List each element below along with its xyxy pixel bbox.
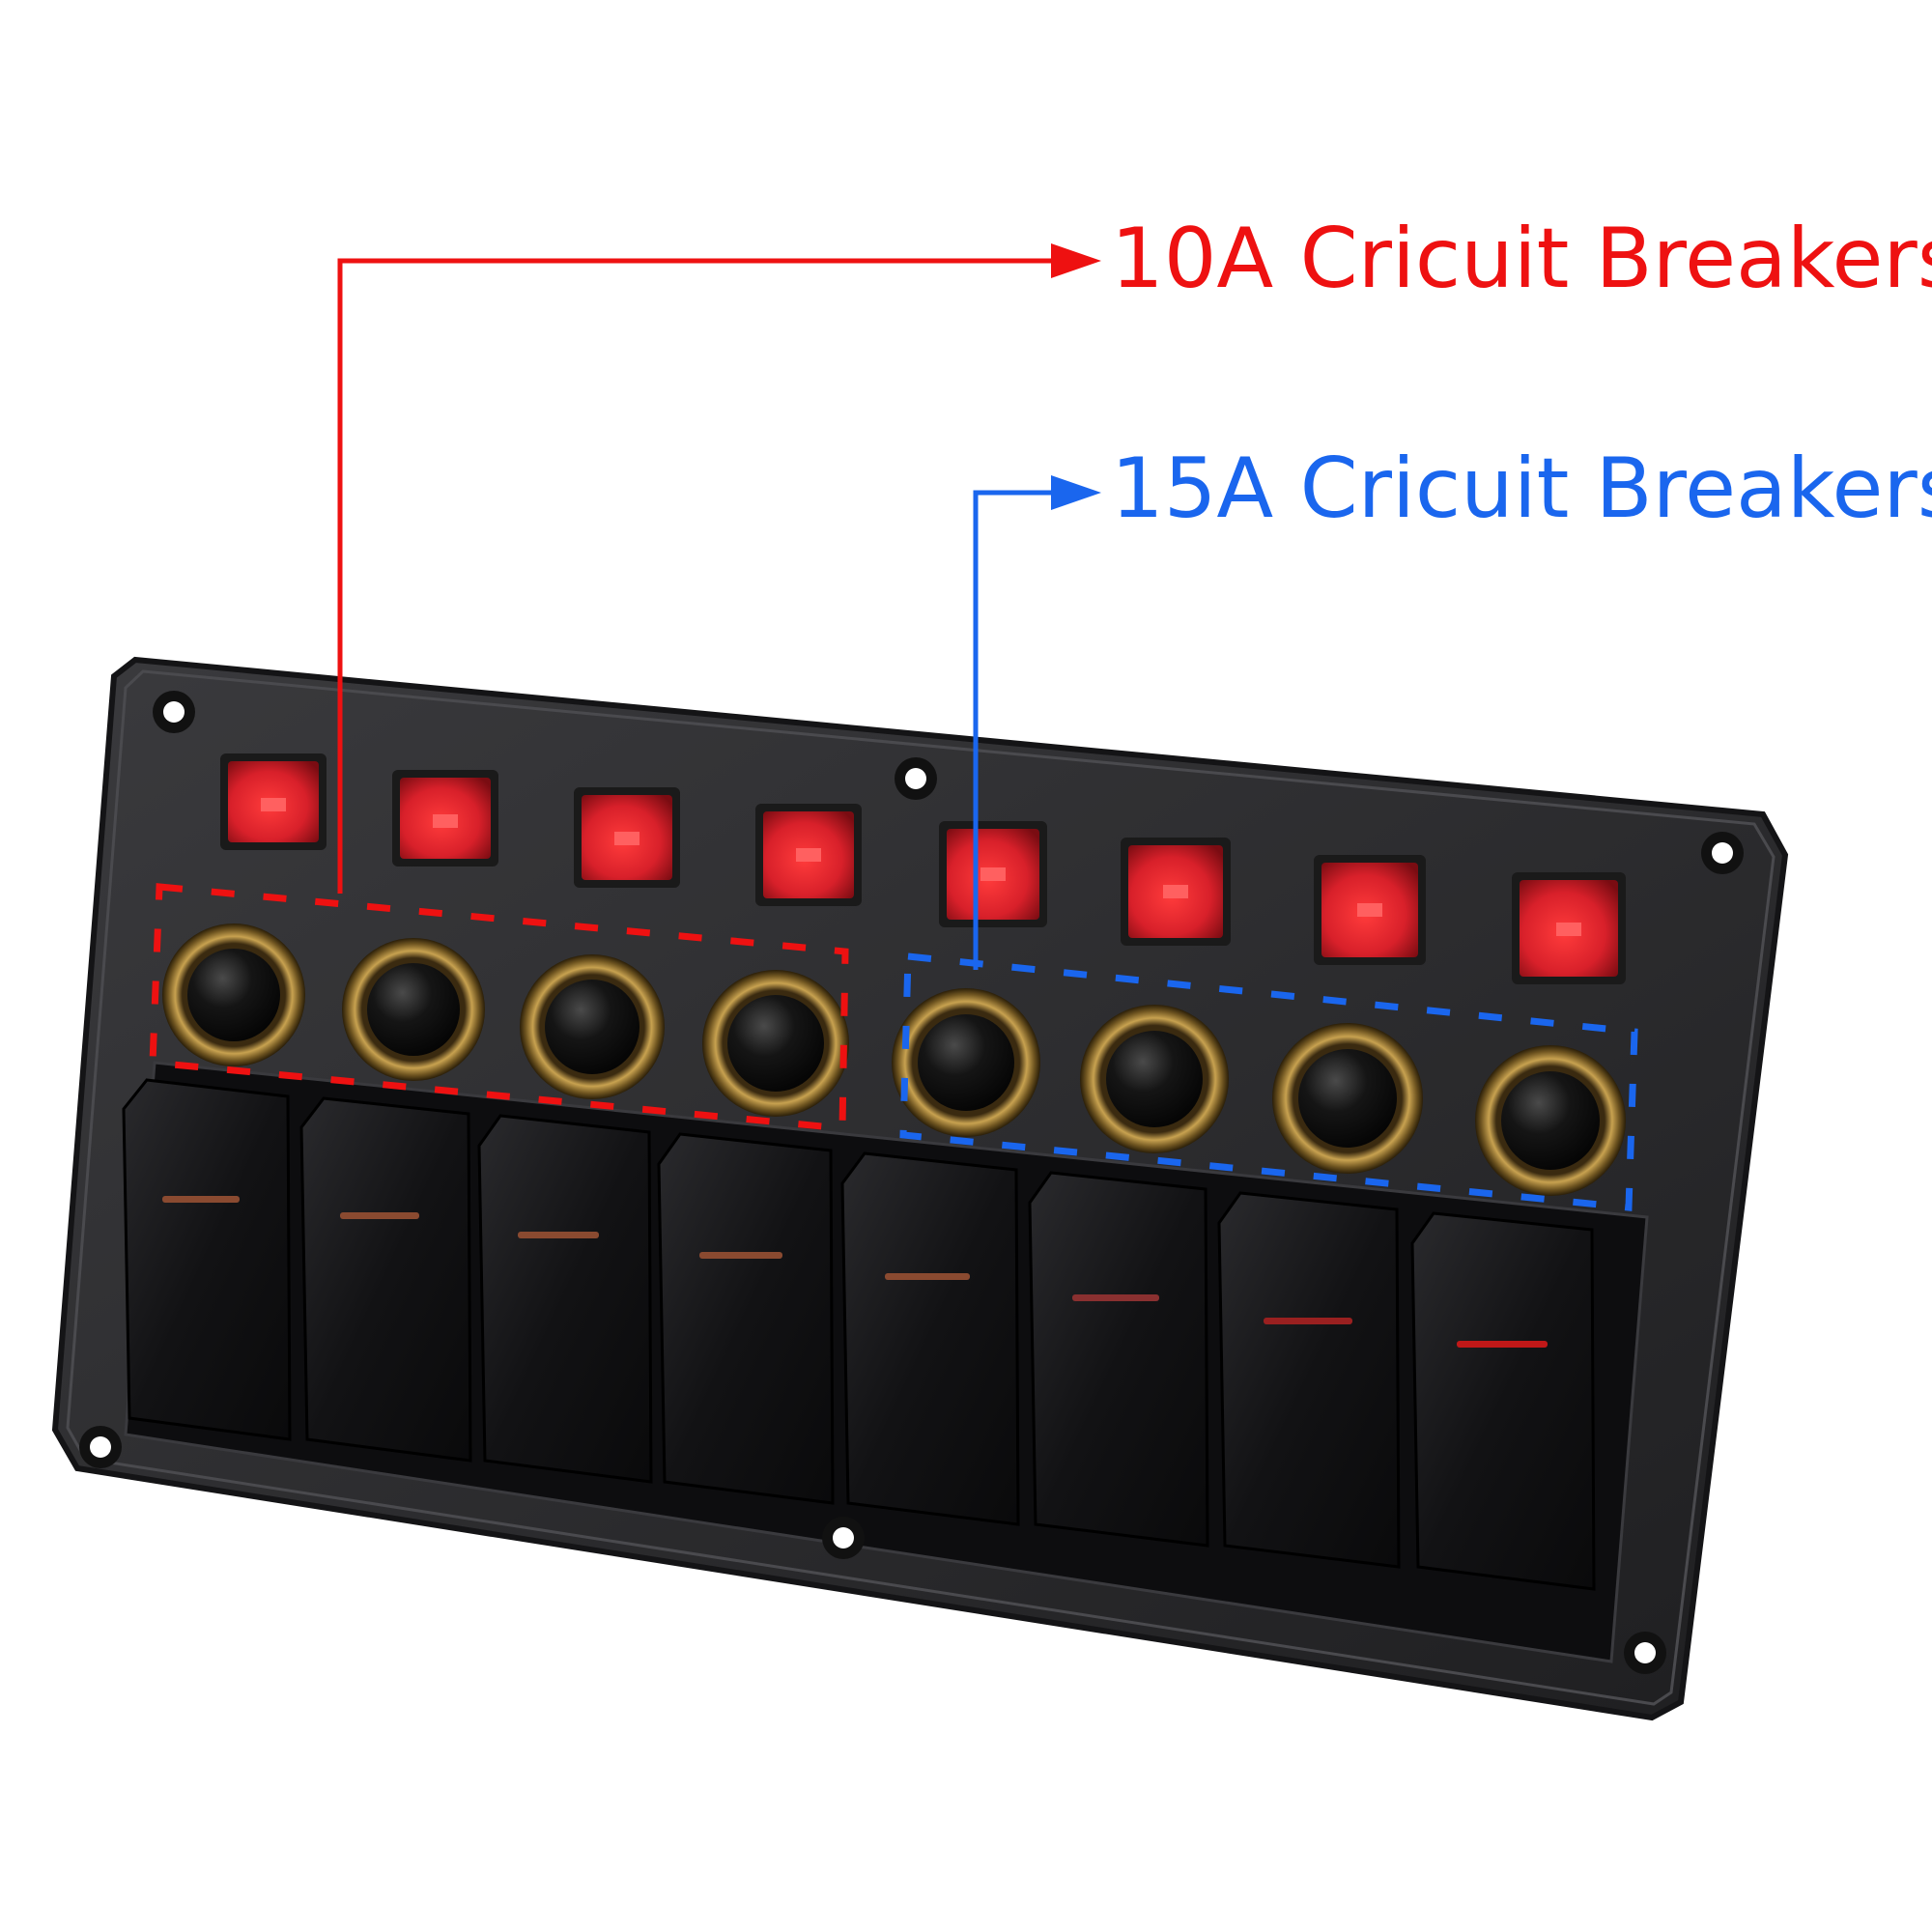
indicator-light (574, 787, 680, 888)
mounting-hole (79, 1426, 122, 1468)
indicator-light (939, 821, 1047, 927)
rocker-switch (299, 1096, 472, 1463)
circuit-breaker (162, 923, 305, 1066)
callout-connector-10a (337, 258, 1063, 894)
circuit-breaker (892, 988, 1040, 1137)
mounting-hole (895, 757, 937, 800)
mounting-hole (1701, 832, 1744, 874)
indicator-lights (220, 753, 1626, 984)
mounting-hole (1624, 1632, 1666, 1674)
callout-label-15a: 15A Cricuit Breakers (1111, 440, 1932, 537)
rocker-switch (1028, 1171, 1209, 1548)
mounting-hole (153, 691, 195, 733)
group-outline-10a (149, 883, 849, 1132)
indicator-light (1314, 855, 1426, 965)
circuit-breaker (520, 954, 665, 1099)
rocker-switch (1217, 1191, 1401, 1569)
callout-label-10a: 10A Cricuit Breakers (1111, 211, 1932, 307)
indicator-light (220, 753, 327, 850)
mounting-hole (822, 1517, 865, 1559)
rocker-switches (122, 1078, 1596, 1591)
circuit-breakers (162, 923, 1626, 1196)
circuit-breaker (702, 970, 849, 1117)
circuit-breaker (342, 938, 485, 1081)
group-outline-15a (899, 952, 1638, 1211)
mounting-holes (79, 691, 1744, 1674)
rocker-switch (122, 1078, 292, 1441)
rocker-switch (840, 1151, 1020, 1526)
circuit-breaker (1475, 1045, 1626, 1196)
indicator-light (1121, 838, 1231, 946)
indicator-light (392, 770, 498, 867)
rocker-switch (1410, 1211, 1596, 1591)
indicator-light (1512, 872, 1626, 984)
circuit-breaker (1272, 1023, 1423, 1174)
rocker-switch (477, 1114, 653, 1484)
panel-rim (66, 669, 1776, 1706)
indicator-light (755, 804, 862, 906)
arrowhead-10a (1051, 243, 1101, 278)
callout-connector-15a (973, 490, 1063, 970)
circuit-breaker (1080, 1005, 1229, 1153)
rocker-switch (657, 1132, 835, 1505)
arrowhead-15a (1051, 475, 1101, 510)
